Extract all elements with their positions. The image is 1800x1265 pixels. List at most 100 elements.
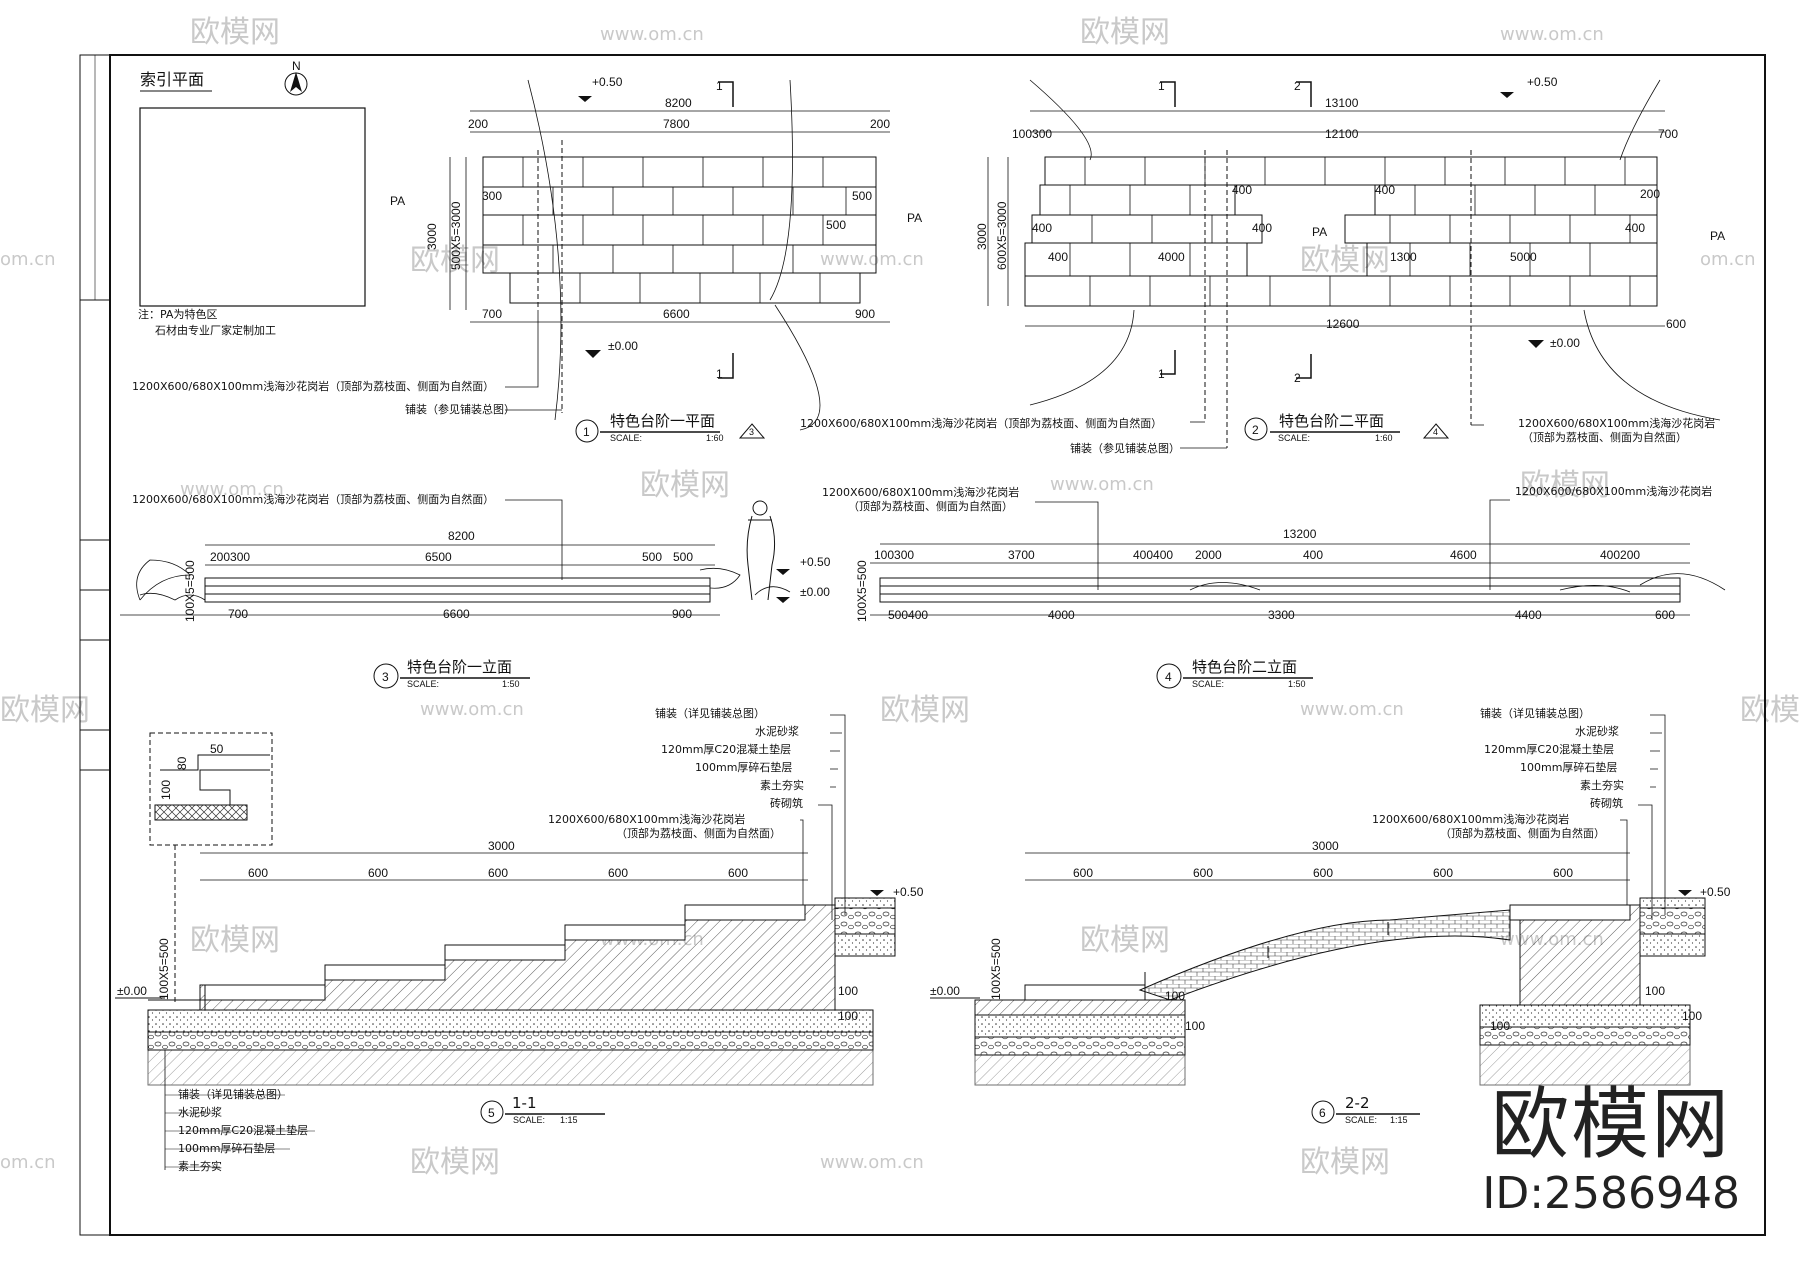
elev-1-b900: 900 <box>672 607 692 621</box>
watermark-brand: 欧模网 <box>1300 1145 1390 1180</box>
detail-100: 100 <box>159 780 173 800</box>
elev-2-ratio: 1:50 <box>1288 679 1306 689</box>
sec1-layer-1: 水泥砂浆 <box>755 724 799 738</box>
sec2-d100e: 100 <box>1490 1019 1510 1033</box>
plan-2-d400b: 400 <box>1375 183 1395 197</box>
watermark-site: www.om.cn <box>820 249 924 270</box>
elev-2-note1: 1200X600/680X100mm浅海沙花岗岩 <box>822 485 1019 499</box>
plan-2-zone: PA <box>1312 225 1327 239</box>
sec1-ratio: 1:15 <box>560 1115 578 1125</box>
elev-2-t4600: 4600 <box>1450 548 1477 562</box>
sec1-bot-3: 100mm厚碎石垫层 <box>178 1141 275 1155</box>
sec2-number: 6 <box>1319 1106 1326 1120</box>
plan-2-d700: 700 <box>1658 127 1678 141</box>
watermark-brand: 欧模网 <box>0 693 90 728</box>
elev-1-ratio: 1:50 <box>502 679 520 689</box>
plan-2-d400a: 400 <box>1232 183 1252 197</box>
elev-2-t3700: 3700 <box>1008 548 1035 562</box>
sec2-stone-note1: 1200X600/680X100mm浅海沙花岗岩 <box>1372 812 1569 826</box>
plan-1-ref-mark: 3 <box>749 427 754 437</box>
sec1-level-top: +0.50 <box>893 885 924 899</box>
sec2-layer-4: 素土夯实 <box>1580 778 1624 792</box>
plan-1: +0.50 8200 200 7800 200 3000 500X5=3000 … <box>132 75 922 443</box>
sec2-d100d: 100 <box>1682 1009 1702 1023</box>
watermark-brand: 欧模网 <box>1300 243 1390 278</box>
plan-1-scale: SCALE: <box>610 433 642 443</box>
sec2-layer-2: 120mm厚C20混凝土垫层 <box>1484 742 1614 756</box>
sec1-step-0: 600 <box>248 866 268 880</box>
plan-2-stone-note: 1200X600/680X100mm浅海沙花岗岩（顶部为荔枝面、侧面为自然面） <box>800 416 1162 430</box>
plan-1-number: 1 <box>583 425 590 439</box>
plan-2-number: 2 <box>1252 423 1259 437</box>
section-1-1: 50 80 100 铺装（详见铺装总图） 水泥砂浆 120mm厚C20混凝土垫层… <box>115 706 924 1173</box>
human-figure-icon <box>746 500 776 601</box>
plan-1-pave-note: 铺装（参见铺装总图） <box>405 402 515 416</box>
section-2-layer-labels-top: 铺装（详见铺装总图） 水泥砂浆 120mm厚C20混凝土垫层 100mm厚碎石垫… <box>1372 706 1666 920</box>
watermark-site: www.om.cn <box>600 24 704 45</box>
plan-2-total: 13100 <box>1325 96 1359 110</box>
watermark-brand: 欧模网 <box>640 468 730 503</box>
elev-1-t500a: 500 <box>642 550 662 564</box>
plan-2-d4000: 4000 <box>1158 250 1185 264</box>
sec2-total: 3000 <box>1312 839 1339 853</box>
sec2-step-3: 600 <box>1433 866 1453 880</box>
sec1-step-1: 600 <box>368 866 388 880</box>
sec2-level-top: +0.50 <box>1700 885 1731 899</box>
plan-2-d400d: 400 <box>1252 221 1272 235</box>
plan-2-zone-r: PA <box>1710 229 1725 243</box>
elev-2-total: 13200 <box>1283 527 1317 541</box>
section-2-2: 铺装（详见铺装总图） 水泥砂浆 120mm厚C20混凝土垫层 100mm厚碎石垫… <box>930 706 1731 1125</box>
elev-2-t400400: 400400 <box>1133 548 1173 562</box>
watermark-brand: 欧模网 <box>1080 923 1170 958</box>
plan-2-sec1-top: 1 <box>1158 79 1165 93</box>
sec1-scale: SCALE: <box>513 1115 545 1125</box>
index-plan-title: 索引平面 <box>140 70 204 89</box>
elev-2-b3300: 3300 <box>1268 608 1295 622</box>
plan-2-b12600: 12600 <box>1326 317 1360 331</box>
plan-1-d300: 300 <box>482 189 502 203</box>
sec2-layer-1: 水泥砂浆 <box>1575 724 1619 738</box>
plan-1-d200a: 200 <box>468 117 488 131</box>
sec2-stone-note2: （顶部为荔枝面、侧面为自然面） <box>1440 826 1605 840</box>
plan-1-b700: 700 <box>482 307 502 321</box>
elev-2-t400: 400 <box>1303 548 1323 562</box>
sec1-layer-3: 100mm厚碎石垫层 <box>695 760 792 774</box>
brand-id: ID:2586948 <box>1482 1168 1740 1219</box>
plan-2-v600x5: 600X5=3000 <box>995 201 1009 270</box>
plan-2-d400f: 400 <box>1048 250 1068 264</box>
elev-1-t6500: 6500 <box>425 550 452 564</box>
sec1-level-bot: ±0.00 <box>117 984 147 998</box>
sec1-layer-0: 铺装（详见铺装总图） <box>655 706 765 720</box>
watermark-brand: 欧模网 <box>880 693 970 728</box>
elev-1-level-bot: ±0.00 <box>800 585 830 599</box>
sec1-v100x5: 100X5=500 <box>157 938 171 1000</box>
elev-2-b600: 600 <box>1655 608 1675 622</box>
plan-2-ref-mark: 4 <box>1433 427 1438 437</box>
sec1-number: 5 <box>488 1106 495 1120</box>
elev-1-t500b: 500 <box>673 550 693 564</box>
plan-2-level-bot: ±0.00 <box>1550 336 1580 350</box>
sec1-stone-note2: （顶部为荔枝面、侧面为自然面） <box>616 826 781 840</box>
plan-1-d200b: 200 <box>870 117 890 131</box>
sec2-v100x5: 100X5=500 <box>989 938 1003 1000</box>
section-1-layer-labels-top: 铺装（详见铺装总图） 水泥砂浆 120mm厚C20混凝土垫层 100mm厚碎石垫… <box>548 706 846 920</box>
elev-1-stone-note: 1200X600/680X100mm浅海沙花岗岩（顶部为荔枝面、侧面为自然面） <box>132 492 494 506</box>
plan-2-inner: 12100 <box>1325 127 1359 141</box>
elev-2-number: 4 <box>1165 670 1172 684</box>
detail-50: 50 <box>210 742 224 756</box>
plan-1-b900: 900 <box>855 307 875 321</box>
elev-2-note-r: 1200X600/680X100mm浅海沙花岗岩 <box>1515 484 1712 498</box>
watermark-partial: om.cn <box>0 1152 56 1173</box>
plan-1-d500a: 500 <box>852 189 872 203</box>
elev-1-scale: SCALE: <box>407 679 439 689</box>
sec2-level-bot: ±0.00 <box>930 984 960 998</box>
plan-2-stone-note-r2: （顶部为荔枝面、侧面为自然面） <box>1522 430 1687 444</box>
sec1-d100a: 100 <box>838 984 858 998</box>
elev-1-b700: 700 <box>228 607 248 621</box>
plan-2-v3000: 3000 <box>975 223 989 250</box>
elev-2-v100x5: 100X5=500 <box>855 560 869 622</box>
plan-1-ratio: 1:60 <box>706 433 724 443</box>
watermark-site: www.om.cn <box>420 699 524 720</box>
plan-2-level-top: +0.50 <box>1527 75 1558 89</box>
